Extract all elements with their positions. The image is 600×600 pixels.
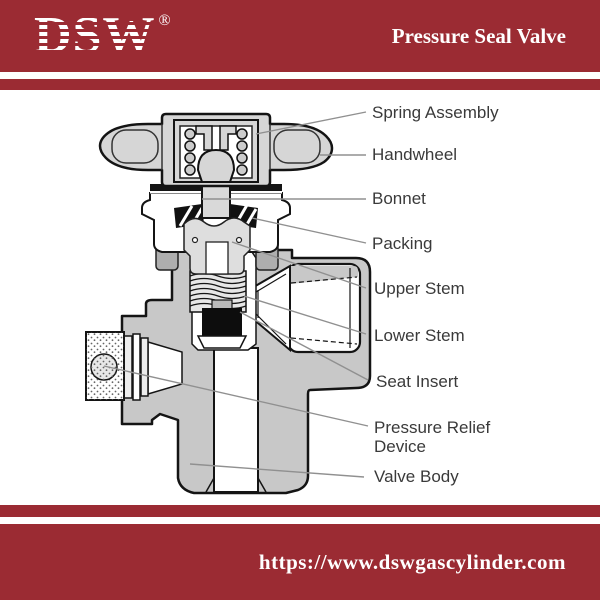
spring-assembly-shape: [184, 125, 248, 183]
label-lower-stem: Lower Stem: [374, 326, 465, 345]
label-bonnet: Bonnet: [372, 189, 426, 208]
valve-body-bore: [205, 347, 267, 493]
label-seat-insert: Seat Insert: [376, 372, 459, 391]
diagram-area: Spring Assembly Handwheel Bonnet Packing…: [0, 90, 600, 505]
header: DSW ® Pressure Seal Valve: [0, 0, 600, 72]
website-url[interactable]: https://www.dswgascylinder.com: [258, 549, 566, 574]
label-pressure-relief-device: Pressure Relief Device: [374, 418, 491, 456]
valve-cross-section-diagram: [85, 111, 372, 495]
brand-logo: DSW ®: [34, 7, 171, 64]
divider-bar-bottom: [0, 505, 600, 517]
label-spring-assembly: Spring Assembly: [372, 103, 499, 122]
divider-bar-top: [0, 79, 600, 90]
label-upper-stem: Upper Stem: [374, 279, 465, 298]
label-valve-body: Valve Body: [374, 467, 459, 486]
seat-insert-shape: [196, 299, 248, 349]
leader-lines: [103, 111, 369, 478]
registered-trademark-icon: ®: [158, 12, 171, 29]
label-handwheel: Handwheel: [372, 145, 458, 164]
label-packing: Packing: [372, 234, 433, 253]
page-title: Pressure Seal Valve: [391, 23, 566, 48]
upper-stem-shape: [183, 217, 251, 275]
brand-logo-text: DSW: [34, 7, 156, 64]
footer: https://www.dswgascylinder.com: [0, 524, 600, 600]
